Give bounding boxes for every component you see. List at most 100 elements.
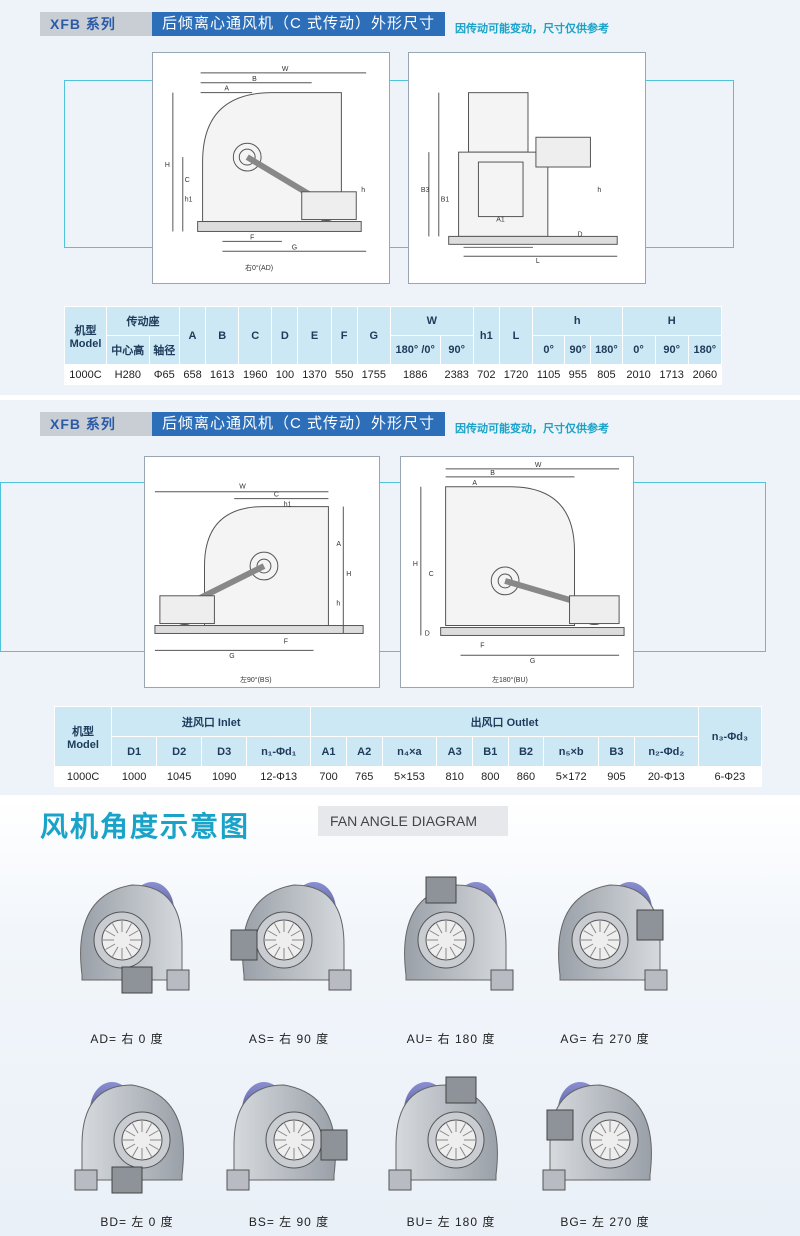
svg-text:G: G <box>292 244 297 251</box>
section-header: XFB 系列 后倾离心通风机（C 式传动）外形尺寸 因传动可能变动，尺寸仅供参考 <box>40 412 609 436</box>
th-W1: 180° /0° <box>389 335 441 365</box>
th-B: B <box>205 306 240 365</box>
table-cell: 6-Φ23 <box>697 766 763 787</box>
th-H0: 0° <box>621 335 656 365</box>
svg-text:h: h <box>597 187 601 194</box>
fan-illustration <box>52 855 202 1005</box>
th-A2: A2 <box>345 736 383 767</box>
svg-text:F: F <box>480 642 484 649</box>
th-H90: 90° <box>654 335 689 365</box>
th-center-height: 中心高 <box>105 335 150 365</box>
svg-text:G: G <box>229 653 234 660</box>
table-cell: 805 <box>590 364 623 385</box>
th-B3: B3 <box>598 736 635 767</box>
table-cell: 1045 <box>156 766 203 787</box>
th-L: L <box>498 306 534 365</box>
svg-text:D: D <box>425 630 430 637</box>
th-shaft: 轴径 <box>148 335 180 365</box>
fan-angle-label: BD= 左 0 度 <box>100 1215 174 1229</box>
fan-angle-label: AG= 右 270 度 <box>560 1032 650 1046</box>
table-cell: 1720 <box>498 364 534 385</box>
fan-angle-label: BU= 左 180 度 <box>406 1215 496 1229</box>
table-cell: 1000C <box>64 364 107 385</box>
spec-table-1: 机型 Model 传动座 A B C D E F G W h1 L h H 中心… <box>64 306 723 385</box>
caption-left180: 左180°(BU) <box>492 677 528 684</box>
th-h: h <box>532 306 623 336</box>
section-header: XFB 系列 后倾离心通风机（C 式传动）外形尺寸 因传动可能变动，尺寸仅供参考 <box>40 12 609 36</box>
fan-angle-label: AU= 右 180 度 <box>406 1032 496 1046</box>
th-n5: n₅×b <box>543 736 600 767</box>
fan-illustration <box>530 1055 680 1205</box>
th-D3: D3 <box>201 736 248 767</box>
th-D2: D2 <box>156 736 203 767</box>
table-cell: 702 <box>472 364 500 385</box>
svg-text:A1: A1 <box>496 217 505 224</box>
table-cell: H280 <box>105 364 150 385</box>
svg-text:L: L <box>536 258 540 265</box>
svg-text:h1: h1 <box>185 197 193 204</box>
table-cell: 955 <box>564 364 592 385</box>
svg-text:h: h <box>336 601 340 608</box>
decor-frame <box>64 80 734 248</box>
th-n1: n₁-Φd₁ <box>246 736 312 767</box>
table-cell: 1000C <box>53 766 113 787</box>
table-cell: 100 <box>271 364 299 385</box>
th-W: W <box>389 306 474 336</box>
fan-illustration <box>62 1055 212 1205</box>
th-W2: 90° <box>439 335 474 365</box>
section-note: 因传动可能变动，尺寸仅供参考 <box>455 423 610 435</box>
table-cell: 1000 <box>111 766 158 787</box>
th-F: F <box>330 306 358 365</box>
svg-text:W: W <box>282 66 289 73</box>
table-cell: 905 <box>598 766 635 787</box>
section-title: 后倾离心通风机（C 式传动）外形尺寸 <box>152 12 446 36</box>
svg-text:D: D <box>578 231 583 238</box>
table-cell: 1090 <box>201 766 248 787</box>
th-D1: D1 <box>111 736 158 767</box>
series-label: XFB 系列 <box>40 412 152 436</box>
table-cell: 1886 <box>389 364 441 385</box>
caption-left90: 左90°(BS) <box>240 677 272 684</box>
table-cell: 1755 <box>356 364 391 385</box>
table-cell: 2060 <box>687 364 723 385</box>
svg-text:B1: B1 <box>441 197 450 204</box>
section-title: 后倾离心通风机（C 式传动）外形尺寸 <box>152 412 446 436</box>
table-row: 1000C H280 Φ65 658 1613 1960 100 1370 55… <box>64 364 723 385</box>
svg-text:H: H <box>346 571 351 578</box>
svg-text:C: C <box>274 492 279 499</box>
svg-text:A: A <box>336 541 341 548</box>
fan-angle-label: AD= 右 0 度 <box>90 1032 164 1046</box>
svg-text:C: C <box>429 571 434 578</box>
table-row: 1000C 1000 1045 1090 12-Φ13 700 765 5×15… <box>53 766 763 787</box>
table-cell: 700 <box>310 766 347 787</box>
th-inlet: 进风口 Inlet <box>111 706 312 737</box>
table-cell: 1613 <box>205 364 240 385</box>
caption-front: 右0°(AD) <box>245 265 274 272</box>
fan-angle-label: BS= 左 90 度 <box>248 1215 330 1229</box>
th-E: E <box>297 306 332 365</box>
th-H: H <box>621 306 723 336</box>
svg-text:W: W <box>535 462 542 469</box>
th-h1: h1 <box>472 306 500 365</box>
th-B1: B1 <box>471 736 509 767</box>
th-model: 机型 Model <box>53 706 113 767</box>
table-cell: Φ65 <box>148 364 180 385</box>
th-outlet: 出风口 Outlet <box>310 706 699 737</box>
svg-text:F: F <box>284 638 288 645</box>
th-drive: 传动座 <box>105 306 180 336</box>
svg-text:h: h <box>361 187 365 194</box>
th-C: C <box>238 306 273 365</box>
th-A: A <box>178 306 207 365</box>
svg-text:H: H <box>413 561 418 568</box>
svg-text:A: A <box>472 480 477 487</box>
table-cell: 800 <box>471 766 509 787</box>
series-label: XFB 系列 <box>40 12 152 36</box>
section-dimensions-2: XFB 系列 后倾离心通风机（C 式传动）外形尺寸 因传动可能变动，尺寸仅供参考… <box>0 400 800 795</box>
spec-table-2: 机型 Model 进风口 Inlet 出风口 Outlet n₃-Φd₃ D1 … <box>53 706 763 787</box>
